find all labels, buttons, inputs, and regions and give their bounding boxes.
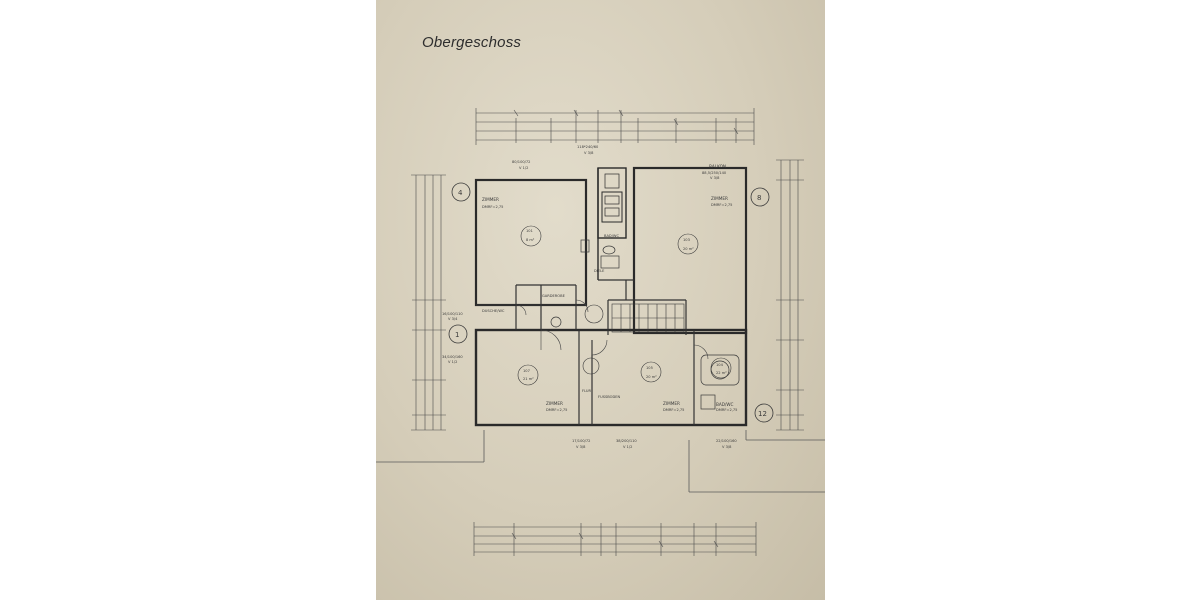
dim-left-1b: V 3/4	[448, 317, 458, 321]
door-swings	[515, 299, 709, 360]
room-name-flur: FLUR	[582, 389, 592, 393]
dim-top-3: 118*240/60	[577, 145, 599, 149]
room-area-105: 20 m²	[646, 375, 657, 379]
dim-top-2: 88,5/250/140	[702, 171, 727, 175]
fussboden-note: FUSSBODEN	[598, 395, 621, 399]
bottom-dimension-lines	[473, 522, 757, 556]
room-name-103: ZIMMER	[711, 196, 728, 201]
dimension-ticks	[511, 109, 739, 548]
room-height-104: DMRF=2,75	[716, 408, 737, 412]
dim-bottom-2: 38/200/110	[616, 439, 637, 443]
room-area-107: 21 m²	[523, 377, 534, 381]
dim-left-2b: V 1/2	[448, 360, 457, 364]
room-number-107: 107	[523, 369, 530, 373]
room-number-101: 101	[526, 229, 533, 233]
floor-plan-sheet: Obergeschoss	[376, 0, 825, 600]
room-height-105: DMRF=2,75	[663, 408, 684, 412]
room-area-101: 8 m²	[526, 238, 535, 242]
site-lines	[376, 430, 825, 493]
room-area-103: 20 m²	[683, 247, 694, 251]
axis-label-8: 8	[757, 194, 761, 202]
room-name-diele: DIELE	[594, 269, 605, 273]
chimney-shaft	[597, 167, 627, 239]
dim-bottom-1: 17/100/72	[572, 439, 590, 443]
room-markers	[517, 225, 732, 386]
dim-bottom-3: 22/100/160	[716, 439, 737, 443]
room-number-103: 103	[683, 238, 690, 242]
floor-plan-drawing: 4 8 1 12 ZIMMER 101 8 m² DMRF=2,75 ZIMME…	[376, 108, 825, 556]
right-dimension-lines	[776, 159, 804, 431]
axis-label-12: 12	[758, 410, 767, 418]
room-height-101: DMRF=2,75	[482, 205, 503, 209]
staircase	[611, 303, 685, 333]
sheet-title: Obergeschoss	[422, 34, 522, 51]
room-name-104: BAD/WC	[716, 402, 734, 407]
axis-label-4: 4	[458, 189, 463, 197]
room-height-107: DMRF=2,75	[546, 408, 567, 412]
room-name-dusche: DUSCHE/WC	[482, 309, 505, 313]
room-height-103: DMRF=2,75	[711, 203, 732, 207]
room-name-105: ZIMMER	[663, 401, 680, 406]
room-name-107: ZIMMER	[546, 401, 563, 406]
room-name-garderobe: GARDEROBE	[542, 294, 566, 298]
dim-bottom-3b: V 3/8	[722, 445, 732, 449]
top-dimension-lines	[475, 108, 755, 145]
dim-top-1b: V 1/2	[519, 166, 528, 170]
room-number-104: 104	[716, 363, 724, 367]
dim-top-3b: V 3/8	[584, 151, 594, 155]
room-number-105: 105	[646, 366, 653, 370]
dim-bottom-1b: V 3/8	[576, 445, 586, 449]
room-name-101: ZIMMER	[482, 197, 499, 202]
dim-bottom-2b: V 1/2	[623, 445, 632, 449]
axis-markers	[448, 182, 774, 423]
axis-label-1: 1	[455, 331, 459, 339]
left-dimension-lines	[411, 174, 446, 431]
room-name-balkon: BALKON	[709, 164, 726, 169]
dim-top-2b: V 3/8	[710, 176, 720, 180]
dim-top-1: 80/100/72	[512, 160, 530, 164]
dim-left-1: 16/100/110	[442, 312, 463, 316]
room-name-badwc: BAD/WC	[604, 234, 619, 238]
room-area-104: 22 m²	[716, 371, 727, 375]
dim-left-2: 34/100/160	[442, 355, 463, 359]
sanitary-fixtures	[550, 239, 740, 410]
